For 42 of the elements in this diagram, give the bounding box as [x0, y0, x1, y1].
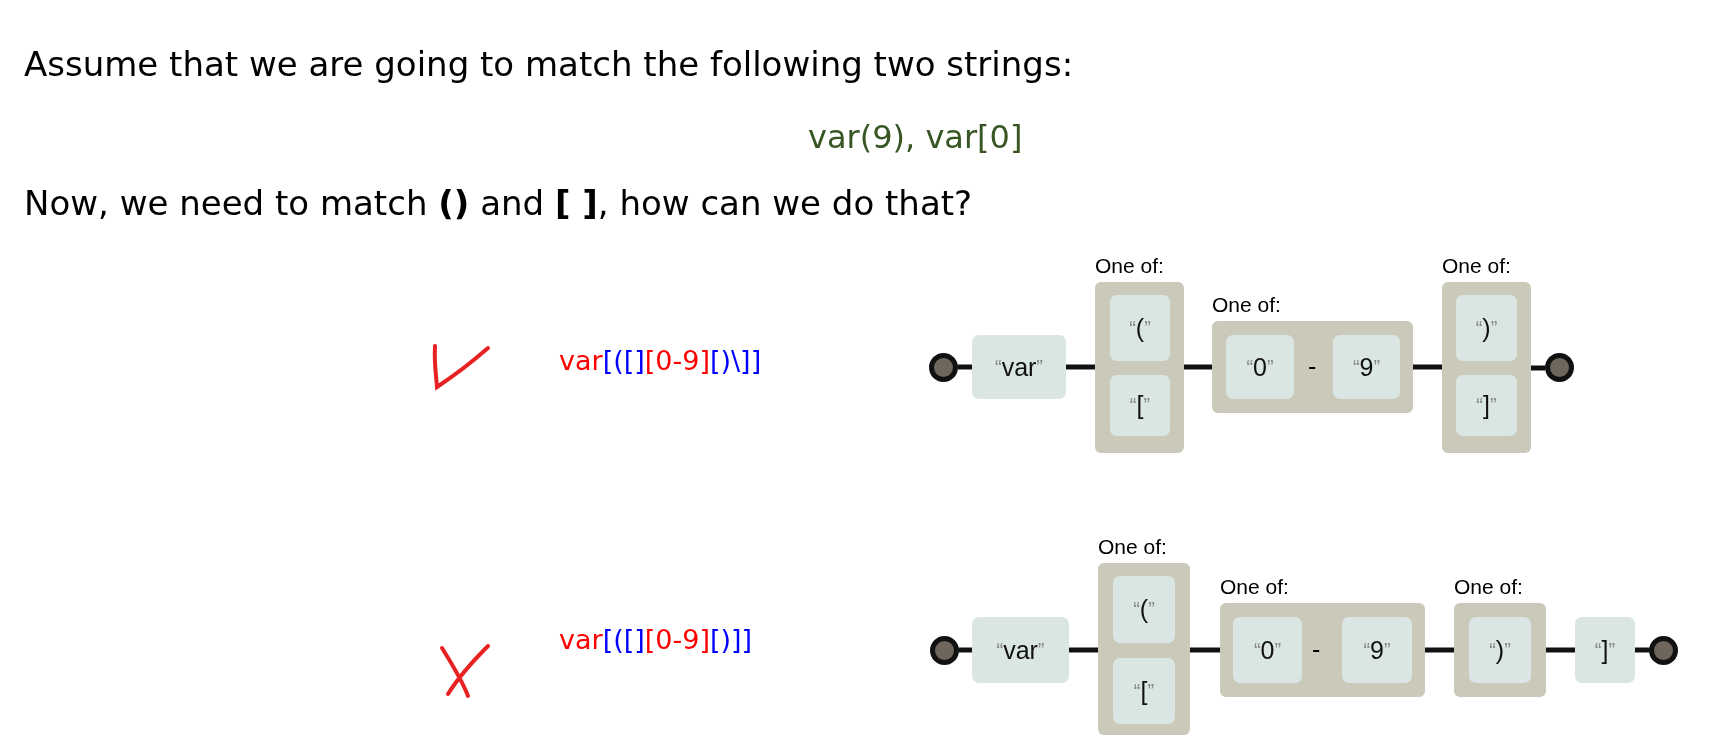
- group-heading: One of:: [1212, 293, 1281, 317]
- connector-line: [1069, 647, 1098, 653]
- connector-line: [1066, 364, 1095, 370]
- connector-line: [1184, 364, 1212, 370]
- connector-line: [959, 647, 972, 653]
- question-text: Now, we need to match () and [ ], how can we do that?: [24, 183, 973, 223]
- terminal-circle: [1545, 353, 1574, 382]
- literal-box: “[”: [1113, 658, 1175, 724]
- regex-pattern: var[([][0-9][)]]: [559, 624, 753, 655]
- literal-box: “)”: [1456, 295, 1517, 361]
- connector-line: [1413, 364, 1442, 370]
- connector-line: [1531, 365, 1545, 371]
- literal-box: “0”: [1226, 335, 1294, 399]
- connector-line: [1190, 647, 1220, 653]
- terminal-circle: [930, 636, 959, 665]
- group-heading: One of:: [1454, 575, 1523, 599]
- literal-box: “(”: [1113, 576, 1175, 643]
- example-strings: var(9), var[0]: [808, 118, 1023, 156]
- intro-text: Assume that we are going to match the following two strings:: [24, 44, 1074, 84]
- range-dash: -: [1312, 635, 1321, 664]
- literal-box: “)”: [1469, 617, 1531, 683]
- range-dash: -: [1308, 352, 1317, 381]
- group-heading: One of:: [1220, 575, 1289, 599]
- connector-line: [1635, 647, 1649, 653]
- literal-box: “9”: [1342, 617, 1412, 683]
- literal-box: “var”: [972, 617, 1069, 683]
- connector-line: [1425, 647, 1454, 653]
- terminal-circle: [1649, 636, 1678, 665]
- literal-box: “]”: [1575, 617, 1635, 683]
- connector-line: [958, 364, 972, 370]
- literal-box: “]”: [1456, 375, 1517, 436]
- group-heading: One of:: [1442, 254, 1511, 278]
- literal-box: “[”: [1110, 375, 1170, 436]
- literal-box: “var”: [972, 335, 1066, 399]
- group-heading: One of:: [1098, 535, 1167, 559]
- terminal-circle: [929, 353, 958, 382]
- group-heading: One of:: [1095, 254, 1164, 278]
- regex-pattern: var[([][0-9][)\]]: [559, 345, 762, 376]
- literal-box: “0”: [1233, 617, 1302, 683]
- literal-box: “9”: [1333, 335, 1400, 399]
- connector-line: [1546, 647, 1575, 653]
- literal-box: “(”: [1110, 295, 1170, 361]
